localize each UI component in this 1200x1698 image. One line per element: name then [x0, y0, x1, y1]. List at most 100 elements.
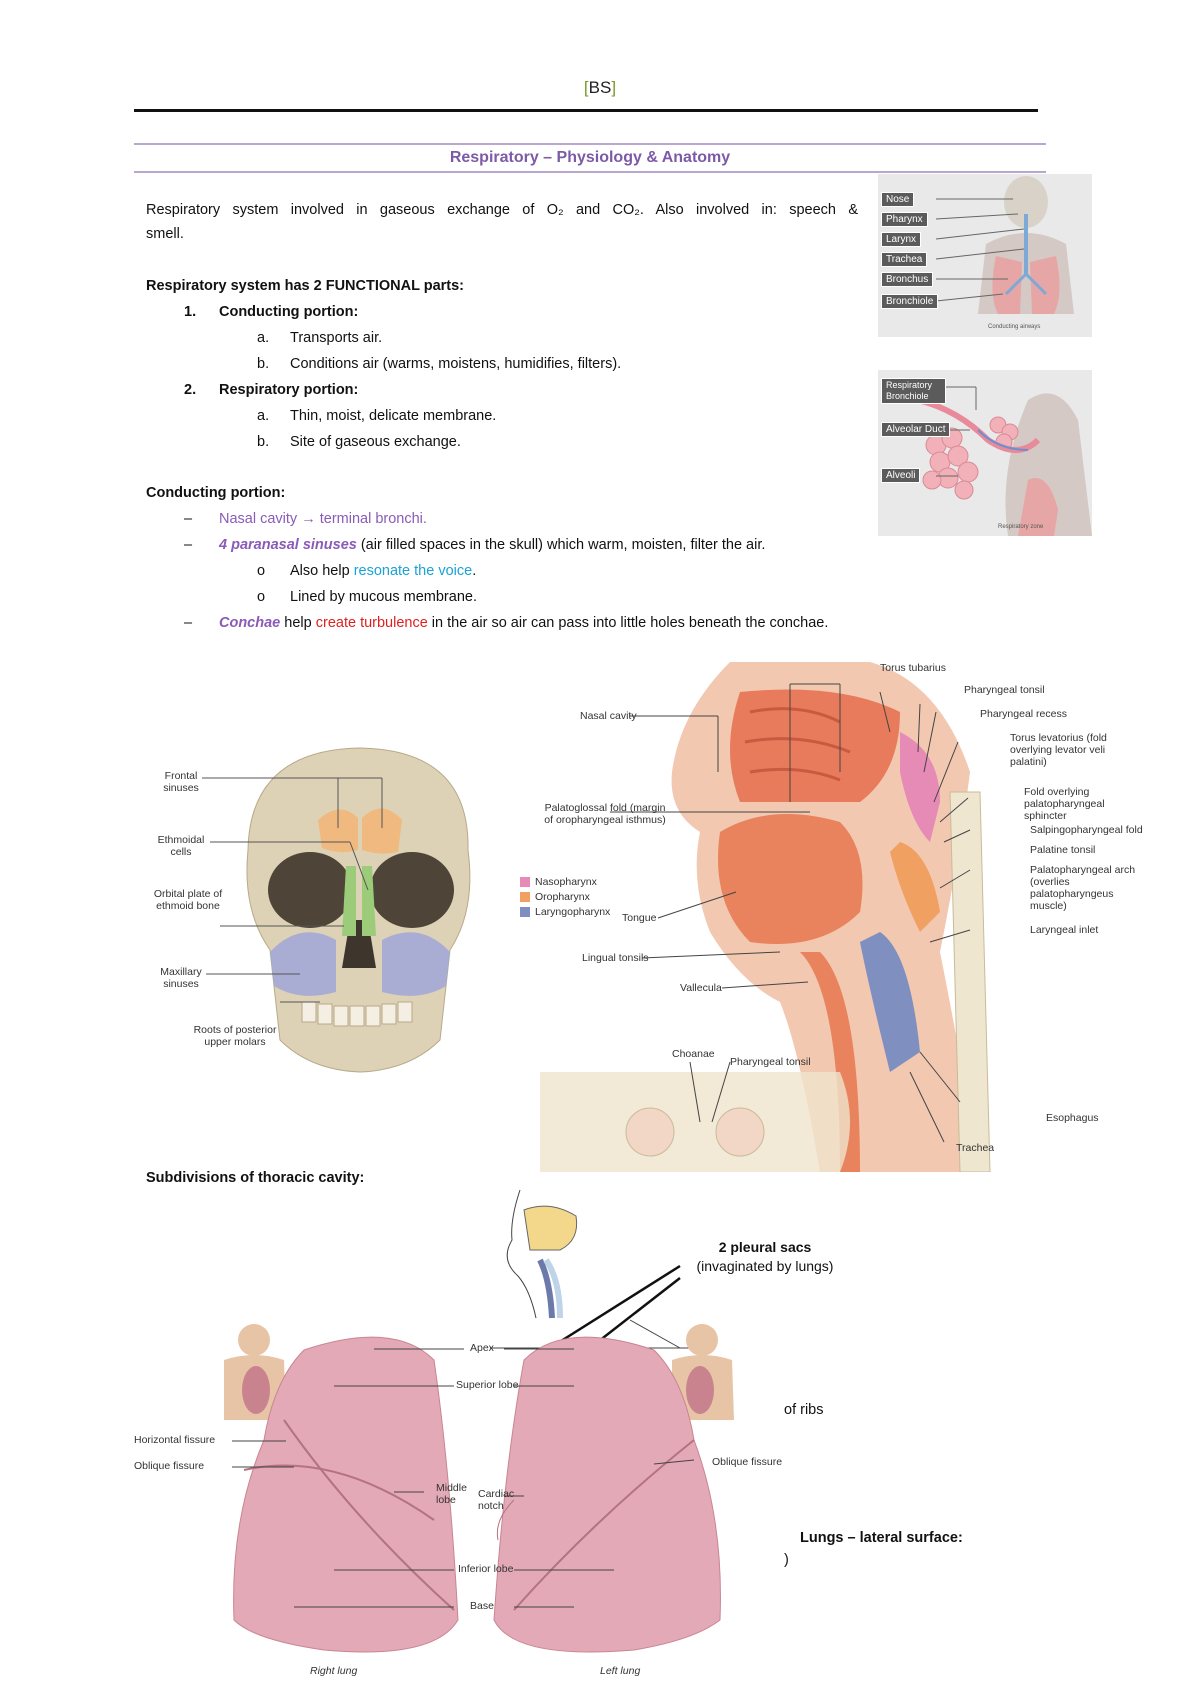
pharynx-label: Laryngeal inlet: [1030, 924, 1099, 936]
title-rule-bottom: [134, 171, 1046, 173]
bullet-conchae: Conchae help create turbulence in the ai…: [219, 613, 828, 633]
pharynx-label: Pharyngeal tonsil: [964, 684, 1045, 696]
pharynx-label: Trachea: [956, 1142, 995, 1154]
sub-bullet-resonate: Also help resonate the voice.: [290, 561, 476, 581]
pharynx-label: Palatine tonsil: [1030, 844, 1096, 856]
conchae-pre: help: [280, 615, 316, 631]
pharynx-label: Tongue: [622, 912, 657, 924]
functional-label-2: Respiratory portion:: [219, 382, 359, 398]
skull-label-frontal: Frontal sinuses: [163, 770, 199, 794]
functional-num-1: 1.: [184, 304, 197, 320]
airway-figure: Nose Pharynx Larynx Trachea Bronchus Bro…: [878, 174, 1092, 337]
functional-sub-text: Site of gaseous exchange.: [290, 434, 461, 450]
lung-label-cardiac: Cardiac notch: [478, 1488, 515, 1512]
pharynx-label: Nasal cavity: [580, 710, 637, 722]
resonate-pre: Also help: [290, 563, 354, 579]
head-sketch: [506, 1189, 578, 1319]
resonate-post: .: [472, 563, 477, 579]
legend-item: Nasopharynx: [520, 874, 630, 889]
lungs-illustration: [224, 1324, 734, 1653]
bullet-paranasal: 4 paranasal sinuses (air filled spaces i…: [219, 535, 765, 555]
lung-label-oblique-right: Oblique fissure: [134, 1460, 205, 1472]
header-rule: [134, 109, 1038, 112]
skull-label-orbital: Orbital plate of ethmoid bone: [153, 888, 223, 912]
pharynx-label: Choanae: [672, 1048, 715, 1060]
bullet-nasal-cavity: Nasal cavity → terminal bronchi.: [219, 511, 427, 527]
bullet-dash: –: [184, 537, 193, 553]
thoracic-heading: Subdivisions of thoracic cavity:: [146, 1170, 365, 1186]
bullet-dash: –: [184, 511, 193, 527]
alveoli-label: Respiratory Bronchiole: [881, 378, 946, 404]
legend-swatch-nasopharynx: [520, 876, 530, 887]
pharynx-label: Salpingopharyngeal fold: [1030, 824, 1143, 836]
conducting-heading: Conducting portion:: [146, 485, 286, 501]
airway-label: Trachea: [881, 252, 928, 267]
lungs-figure: Apex Superior lobe Horizontal fissure Ob…: [134, 1320, 850, 1692]
sub-bullet-mucous: Lined by mucous membrane.: [290, 589, 477, 605]
airway-label: Pharynx: [881, 212, 928, 227]
sub-bullet-marker: o: [257, 589, 266, 605]
page-title: Respiratory – Physiology & Anatomy: [449, 149, 731, 166]
sub-bullet-marker: o: [257, 563, 266, 579]
skull-illustration: [202, 747, 471, 1073]
functional-sub-letter: b.: [257, 434, 270, 450]
alveoli-label: Alveoli: [881, 468, 921, 483]
header-initials: BS: [588, 78, 612, 97]
conchae-post: in the air so air can pass into little h…: [427, 615, 829, 631]
functional-sub-letter: a.: [257, 408, 270, 424]
functional-sub-letter: a.: [257, 330, 270, 346]
intro-line-2: smell.: [146, 226, 184, 242]
pharynx-label: Palatoglossal fold (margin of oropharyng…: [544, 802, 666, 826]
alveoli-caption: Respiratory zone: [998, 524, 1044, 530]
alveoli-label: Alveolar Duct: [881, 422, 951, 437]
pharynx-figure: Torus tubarius Pharyngeal tonsil Pharyng…: [540, 652, 1160, 1173]
lung-label-superior: Superior lobe: [456, 1379, 519, 1391]
pleural-pointer-lines: [490, 1264, 690, 1350]
intro-line-1: Respiratory system involved in gaseous e…: [146, 202, 858, 218]
pharynx-label: Lingual tonsils: [582, 952, 649, 964]
functional-num-2: 2.: [184, 382, 197, 398]
lung-label-horizontal: Horizontal fissure: [134, 1434, 216, 1446]
pharynx-label: Vallecula: [680, 982, 722, 994]
ribs-fragment: of ribs: [784, 1402, 824, 1418]
pharynx-label: Torus levatorius (fold overlying levator…: [1010, 732, 1107, 768]
functional-sub-text: Transports air.: [290, 330, 383, 346]
pharynx-label: Pharyngeal tonsil: [730, 1056, 811, 1068]
skull-label-roots: Roots of posterior upper molars: [193, 1024, 277, 1048]
pleural-line-2: (invaginated by lungs): [696, 1258, 834, 1274]
airway-label: Bronchiole: [881, 294, 939, 309]
pharynx-label: Esophagus: [1046, 1112, 1099, 1124]
pharynx-legend: Nasopharynx Oropharynx Laryngopharynx: [520, 874, 630, 919]
alveoli-figure: Respiratory Bronchiole Alveolar Duct Alv…: [878, 370, 1092, 536]
header-bracket-open: [: [583, 78, 589, 97]
skull-label-ethmoid: Ethmoidal cells: [157, 834, 205, 858]
pharynx-label: Fold overlying palatopharyngeal sphincte…: [1024, 786, 1105, 822]
skull-figure: Frontal sinuses Ethmoidal cells Orbital …: [150, 740, 550, 1100]
lungs-lateral-heading: Lungs – lateral surface:: [800, 1530, 963, 1546]
airway-label: Bronchus: [881, 272, 934, 287]
bullet-dash: –: [184, 615, 193, 631]
lung-label-middle: Middle lobe: [436, 1482, 467, 1506]
airway-illustration: [935, 176, 1074, 314]
legend-item: Laryngopharynx: [520, 904, 630, 919]
lung-label-left: Left lung: [600, 1665, 641, 1677]
pharynx-label: Torus tubarius: [880, 662, 946, 674]
legend-label: Nasopharynx: [535, 875, 597, 888]
pharynx-illustration: [540, 662, 991, 1173]
resonate-term: resonate the voice: [353, 563, 473, 579]
skull-label-maxillary: Maxillary sinuses: [160, 966, 202, 990]
paranasal-desc: (air filled spaces in the skull) which w…: [356, 537, 766, 553]
legend-label: Laryngopharynx: [535, 905, 611, 918]
functional-sub-text: Conditions air (warms, moistens, humidif…: [290, 356, 622, 372]
lung-label-base: Base: [470, 1600, 494, 1612]
pharynx-label: Pharyngeal recess: [980, 708, 1067, 720]
turbulence-term: create turbulence: [315, 615, 428, 631]
pleural-sacs-label: 2 pleural sacs (invaginated by lungs): [690, 1238, 840, 1276]
functional-sub-letter: b.: [257, 356, 270, 372]
lung-label-apex: Apex: [470, 1342, 494, 1354]
head-sketch-figure: [490, 1180, 610, 1320]
functional-sub-text: Thin, moist, delicate membrane.: [290, 408, 497, 424]
airway-caption: Conducting airways: [988, 324, 1041, 330]
header-bracket-close: ]: [611, 78, 617, 97]
legend-item: Oropharynx: [520, 889, 630, 904]
